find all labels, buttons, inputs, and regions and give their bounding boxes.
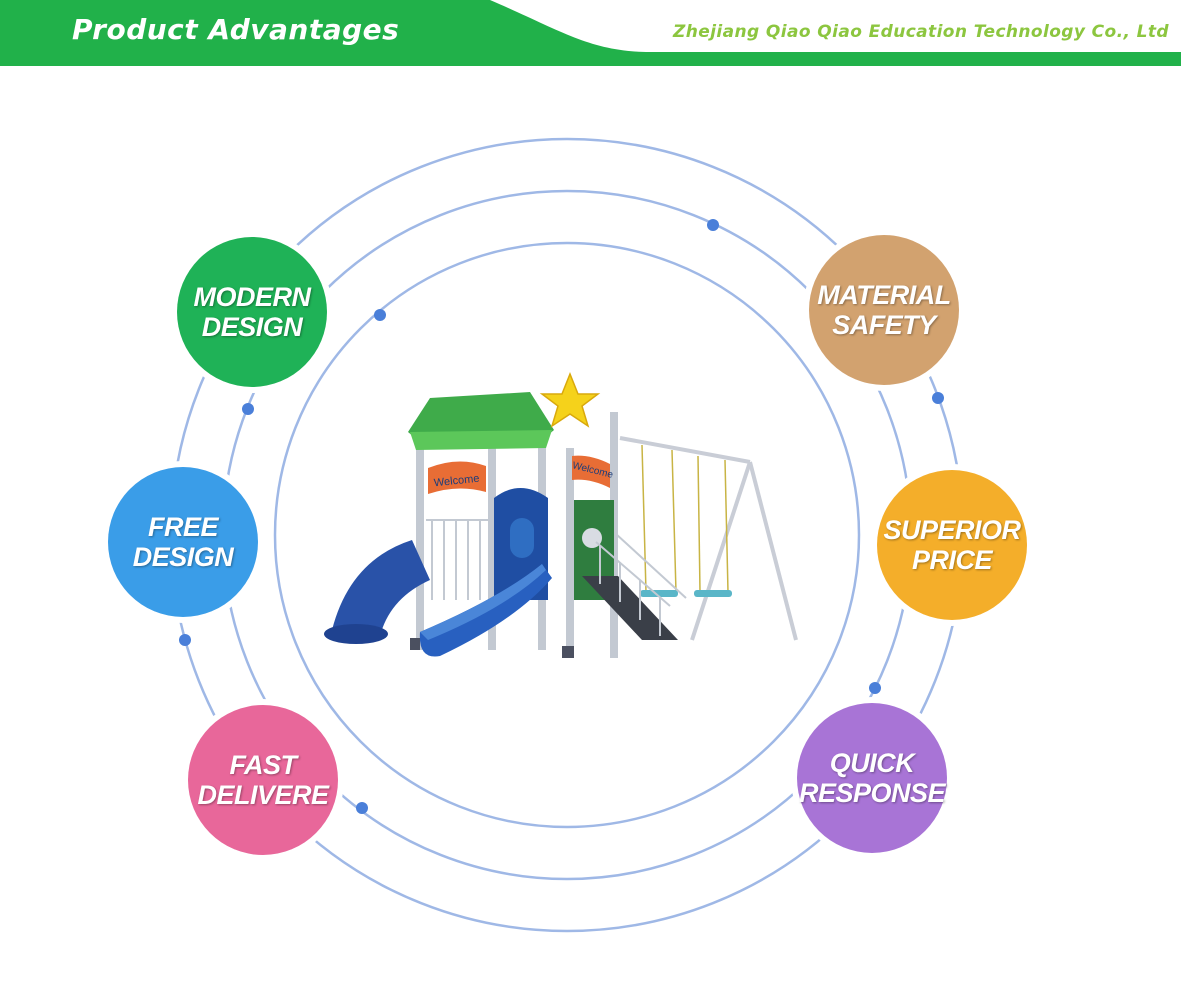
badge-line: MODERN bbox=[193, 282, 312, 312]
advantage-badge-fast-delivere: FAST DELIVERE bbox=[188, 705, 338, 855]
badge-line: MATERIAL bbox=[817, 280, 951, 310]
orbit-dot bbox=[869, 682, 881, 694]
badge-line: FAST bbox=[229, 750, 297, 780]
advantage-badge-superior-price: SUPERIOR PRICE bbox=[877, 470, 1027, 620]
orbit-dot bbox=[179, 634, 191, 646]
orbit-dot bbox=[707, 219, 719, 231]
badge-line: RESPONSE bbox=[798, 778, 946, 808]
badge-line: FREE bbox=[147, 512, 219, 542]
orbit-dot bbox=[356, 802, 368, 814]
badge-line: DESIGN bbox=[201, 312, 303, 342]
advantage-badge-free-design: FREE DESIGN bbox=[108, 467, 258, 617]
page-title: Product Advantages bbox=[72, 13, 400, 46]
badge-line: DESIGN bbox=[132, 542, 234, 572]
header-banner: Product Advantages Zhejiang Qiao Qiao Ed… bbox=[0, 0, 1181, 66]
playground-product-image: Welcome Welcome bbox=[324, 371, 798, 658]
badge-line: QUICK bbox=[829, 748, 915, 778]
advantage-badge-modern-design: MODERN DESIGN bbox=[177, 237, 327, 387]
badge-line: PRICE bbox=[911, 545, 993, 575]
badge-line: SUPERIOR bbox=[883, 515, 1021, 545]
badge-line: SAFETY bbox=[832, 310, 936, 340]
header-shape bbox=[0, 0, 1181, 66]
orbit-dot bbox=[932, 392, 944, 404]
badge-line: DELIVERE bbox=[197, 780, 329, 810]
advantage-badge-quick-response: QUICK RESPONSE bbox=[797, 703, 947, 853]
orbit-dot bbox=[242, 403, 254, 415]
orbit-dot bbox=[374, 309, 386, 321]
advantage-badge-material-safety: MATERIAL SAFETY bbox=[809, 235, 959, 385]
company-name: Zhejiang Qiao Qiao Education Technology … bbox=[673, 22, 1169, 42]
sign-left-text: Welcome bbox=[433, 473, 480, 490]
